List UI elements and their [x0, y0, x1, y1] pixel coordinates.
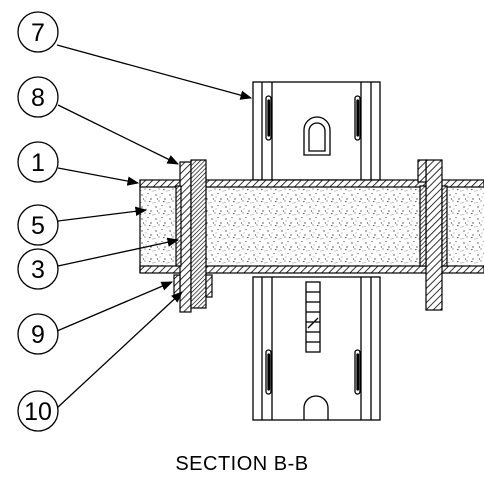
- callout-3: 3: [17, 248, 59, 290]
- callout-10: 10: [17, 390, 59, 432]
- svg-text:3: 3: [31, 256, 45, 284]
- callout-7: 7: [17, 11, 59, 53]
- svg-text:9: 9: [31, 321, 45, 349]
- right-clamp-assembly: [417, 159, 448, 311]
- vertical-channel-lower: [252, 276, 381, 421]
- svg-text:5: 5: [31, 212, 45, 240]
- callout-5: 5: [17, 204, 59, 246]
- callout-1: 1: [17, 141, 59, 183]
- left-clamp-assembly: [173, 159, 213, 313]
- svg-text:8: 8: [31, 84, 45, 112]
- leader-lines: [56, 44, 253, 409]
- svg-text:1: 1: [31, 149, 45, 177]
- callout-8: 8: [17, 76, 59, 118]
- svg-text:10: 10: [24, 398, 52, 426]
- vertical-channel-upper: [252, 81, 381, 181]
- svg-text:7: 7: [31, 19, 45, 47]
- callout-9: 9: [17, 313, 59, 355]
- section-caption: SECTION B-B: [175, 453, 309, 475]
